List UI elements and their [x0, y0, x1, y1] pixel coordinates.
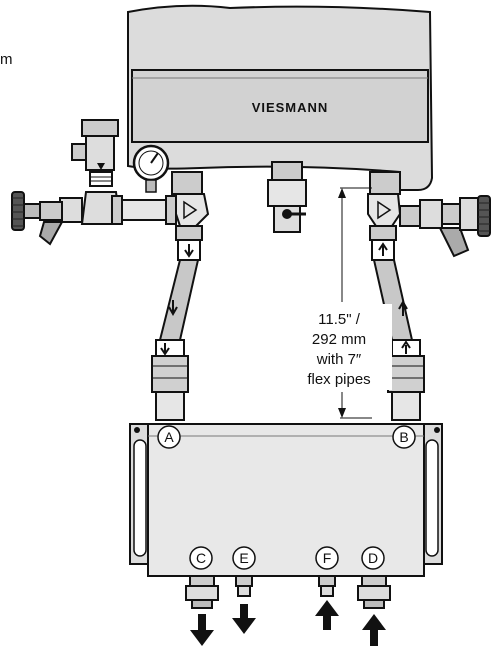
- flex-fitting-left: [151, 339, 189, 421]
- outlet-fitting-e: [232, 575, 256, 634]
- ball-valve-left: [171, 171, 210, 261]
- arrow-down-e: [232, 604, 256, 634]
- connection-marker-a: A: [157, 425, 181, 449]
- connection-marker-b: B: [392, 425, 416, 449]
- boiler-unit: VIESMANN: [127, 4, 434, 191]
- arrow-down-c: [190, 614, 214, 646]
- ball-valve-right: [367, 171, 402, 261]
- dimension-indicator: [338, 187, 372, 419]
- shutoff-handwheel-left: [11, 191, 41, 231]
- boiler-front-panel: [131, 69, 429, 143]
- pressure-gauge: [132, 144, 170, 193]
- outlet-fitting-f: [315, 575, 339, 630]
- dimension-label-line1: 11.5" /: [318, 311, 361, 328]
- outlet-fitting-d: [357, 575, 391, 646]
- dimension-label-line2: 292 mm: [312, 331, 366, 348]
- connection-marker-f: F: [315, 546, 339, 570]
- flex-pipe-left: [158, 259, 200, 341]
- manifold-box: [129, 423, 443, 577]
- left-supply-pipe: [38, 195, 177, 246]
- flex-fitting-right: [387, 339, 425, 421]
- arrow-up-f: [315, 600, 339, 630]
- connection-label-d: D: [368, 550, 378, 566]
- dimension-label-line3: with 7″: [316, 351, 362, 368]
- margin-text: m: [0, 51, 13, 68]
- connection-label-c: C: [196, 550, 206, 566]
- shutoff-handwheel-right: [477, 195, 491, 237]
- gas-valve-center: [267, 161, 307, 233]
- connection-label-b: B: [399, 429, 408, 445]
- connection-label-a: A: [164, 429, 174, 445]
- outlet-fitting-c: [185, 575, 219, 646]
- connection-marker-c: C: [189, 546, 213, 570]
- flow-arrow-down-left: [184, 244, 194, 258]
- connection-marker-d: D: [361, 546, 385, 570]
- right-return-assembly: [399, 197, 479, 258]
- flow-arrow-up-right: [378, 242, 388, 256]
- connection-marker-e: E: [232, 546, 256, 570]
- connection-label-f: F: [323, 550, 332, 566]
- safety-valve: [71, 119, 119, 187]
- brand-logo: VIESMANN: [252, 100, 329, 115]
- connection-label-e: E: [239, 550, 248, 566]
- arrow-up-d: [362, 614, 386, 646]
- dimension-label-line4: flex pipes: [307, 371, 370, 388]
